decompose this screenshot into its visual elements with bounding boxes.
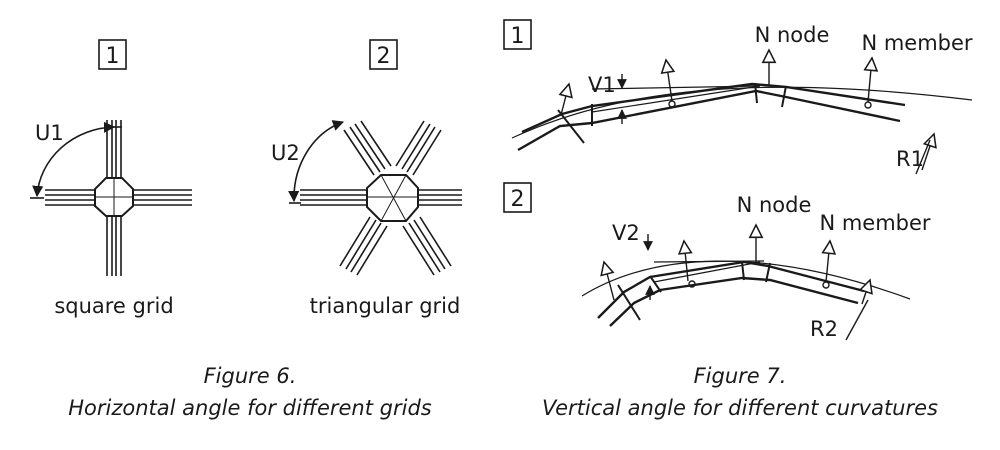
svg-text:1: 1 <box>106 44 120 69</box>
figure6-caption: Figure 6. Horizontal angle for different… <box>40 360 460 424</box>
fig7-angle-label-v1: V1 <box>588 73 616 97</box>
figure6-caption-text: Horizontal angle for different grids <box>68 396 432 420</box>
fig7-r1-leader <box>915 139 931 175</box>
fig6-grid-label-triangular: triangular grid <box>310 294 461 318</box>
figure7-caption: Figure 7. Vertical angle for different c… <box>520 360 960 424</box>
svg-text:1: 1 <box>511 24 525 49</box>
fig6-angle-arc-u2 <box>288 120 345 204</box>
fig7-panel2-curve <box>581 225 911 341</box>
fig7-member-label-2: N member <box>819 211 930 235</box>
fig7-panel1-number: 1 <box>503 19 532 50</box>
svg-text:2: 2 <box>511 187 525 212</box>
figure6-caption-title: Figure 6. <box>203 364 297 388</box>
triangular-grid-node <box>300 120 462 276</box>
fig6-panel1-number: 1 <box>98 39 127 70</box>
fig7-panel1-curve <box>511 50 973 171</box>
fig6-angle-label-u1: U1 <box>35 121 64 145</box>
fig7-angle-label-v2: V2 <box>612 221 640 245</box>
svg-text:2: 2 <box>377 44 391 69</box>
fig6-grid-label-square: square grid <box>54 294 173 318</box>
fig7-radius-label-r2: R2 <box>810 317 838 341</box>
fig7-node-label-2: N node <box>737 193 812 217</box>
figure7-caption-title: Figure 7. <box>693 364 787 388</box>
fig7-radius-label-r1: R1 <box>896 147 924 171</box>
square-grid-node <box>30 120 192 276</box>
fig7-panel2-number: 2 <box>503 182 532 213</box>
fig6-angle-label-u2: U2 <box>271 141 300 165</box>
fig7-node-label-1: N node <box>755 23 830 47</box>
fig7-member-label-1: N member <box>861 31 972 55</box>
fig6-panel2-number: 2 <box>369 39 398 70</box>
figure7-caption-text: Vertical angle for different curvatures <box>541 396 938 420</box>
